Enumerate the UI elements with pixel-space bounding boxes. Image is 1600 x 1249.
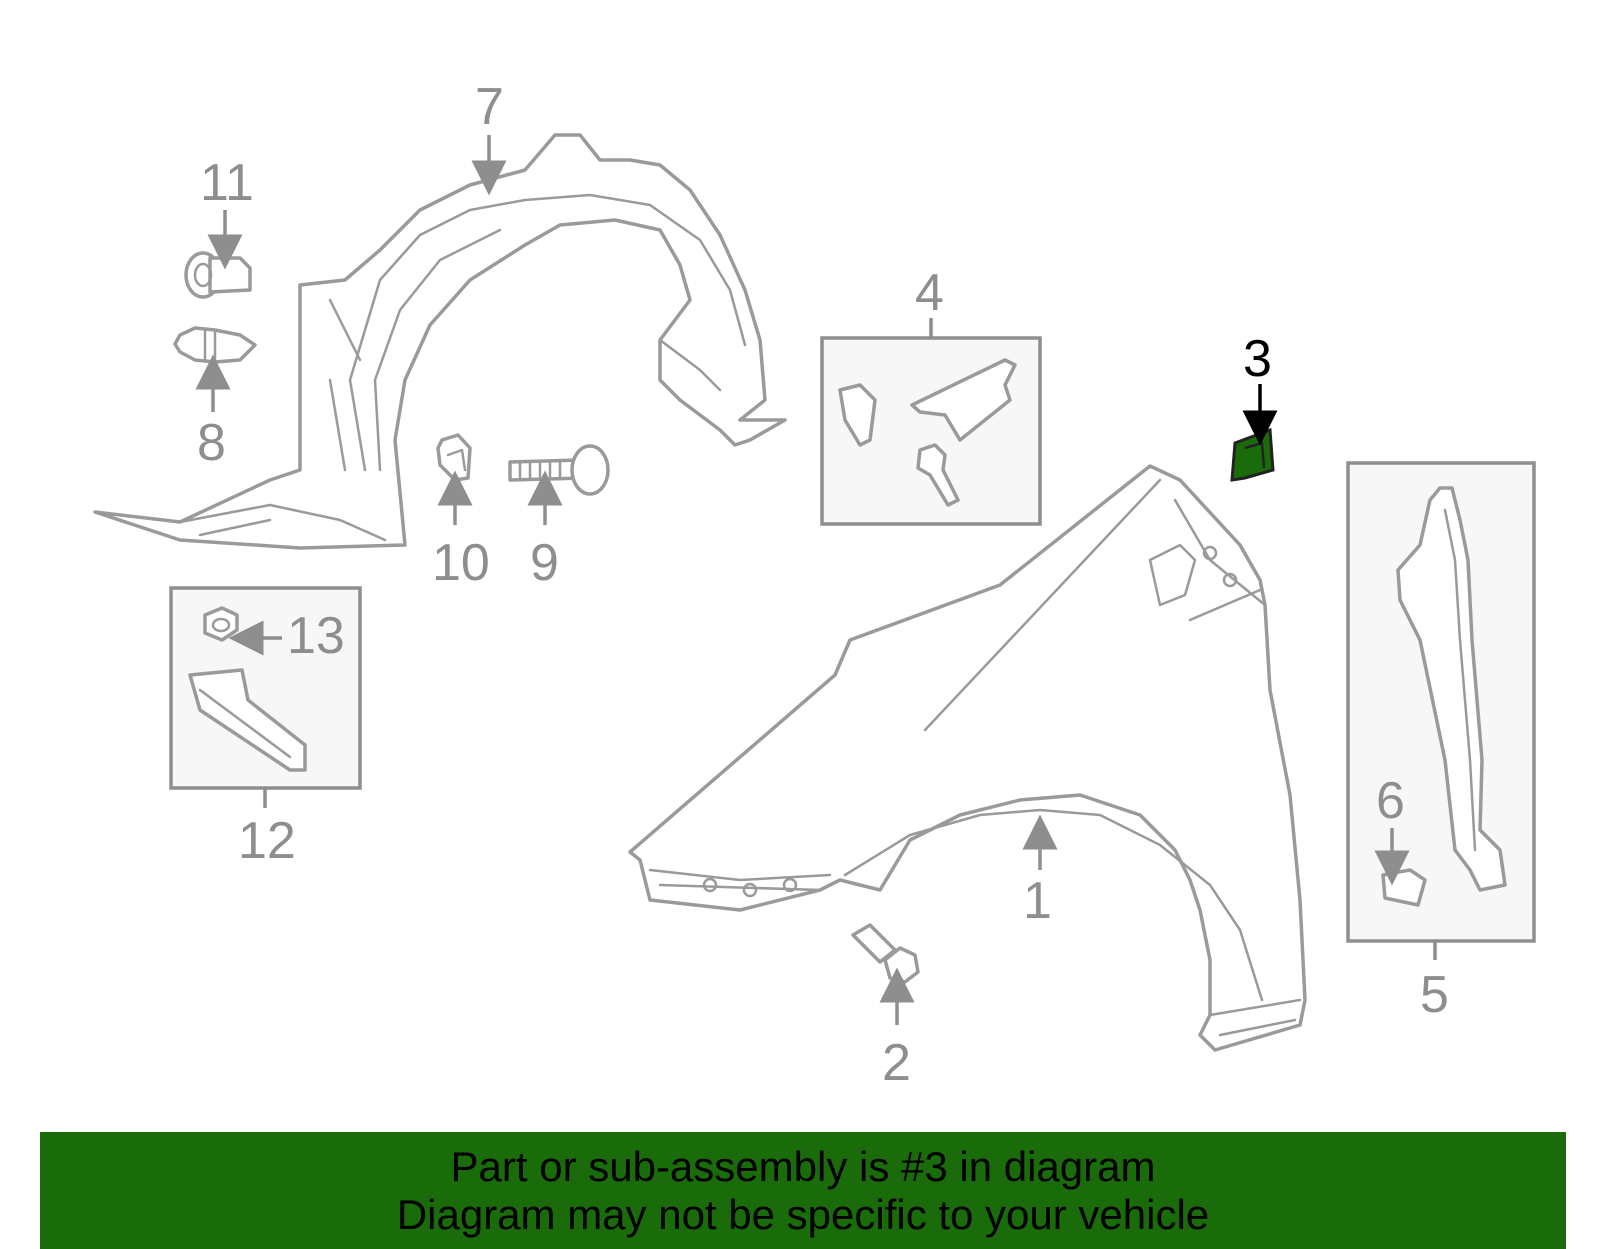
clip-part-11[interactable] <box>184 251 252 299</box>
bolt-part-9[interactable] <box>508 444 610 496</box>
bracket-kit-part-12[interactable] <box>169 586 362 790</box>
highlighted-part-3[interactable] <box>1230 427 1275 482</box>
push-clip-part-8[interactable] <box>173 326 257 364</box>
label-4: 4 <box>915 264 944 322</box>
fender-liner-part-7[interactable] <box>93 133 787 550</box>
banner-line-part: Part or sub-assembly is #3 in diagram <box>450 1142 1156 1190</box>
seal-kit-part-5[interactable] <box>1346 461 1536 943</box>
label-2: 2 <box>882 1034 911 1092</box>
label-3: 3 <box>1243 330 1272 388</box>
info-banner: Part or sub-assembly is #3 in diagram Di… <box>40 1132 1566 1249</box>
banner-line-disclaimer: Diagram may not be specific to your vehi… <box>396 1190 1210 1238</box>
label-12: 12 <box>238 812 296 870</box>
label-6: 6 <box>1376 772 1405 830</box>
label-7: 7 <box>475 78 504 136</box>
parts-diagram: 7 11 8 10 9 4 3 1 2 13 12 6 5 <box>93 78 1536 1092</box>
label-10: 10 <box>432 534 490 592</box>
label-13: 13 <box>287 607 345 665</box>
label-9: 9 <box>530 534 559 592</box>
label-8: 8 <box>197 414 226 472</box>
clip-part-10[interactable] <box>436 433 472 482</box>
label-11: 11 <box>200 154 254 212</box>
fender-part-1[interactable] <box>628 464 1307 1052</box>
label-1: 1 <box>1023 872 1052 930</box>
bracket-kit-part-4[interactable] <box>820 336 1042 526</box>
label-5: 5 <box>1420 966 1449 1024</box>
bolt-part-2[interactable] <box>851 923 920 984</box>
